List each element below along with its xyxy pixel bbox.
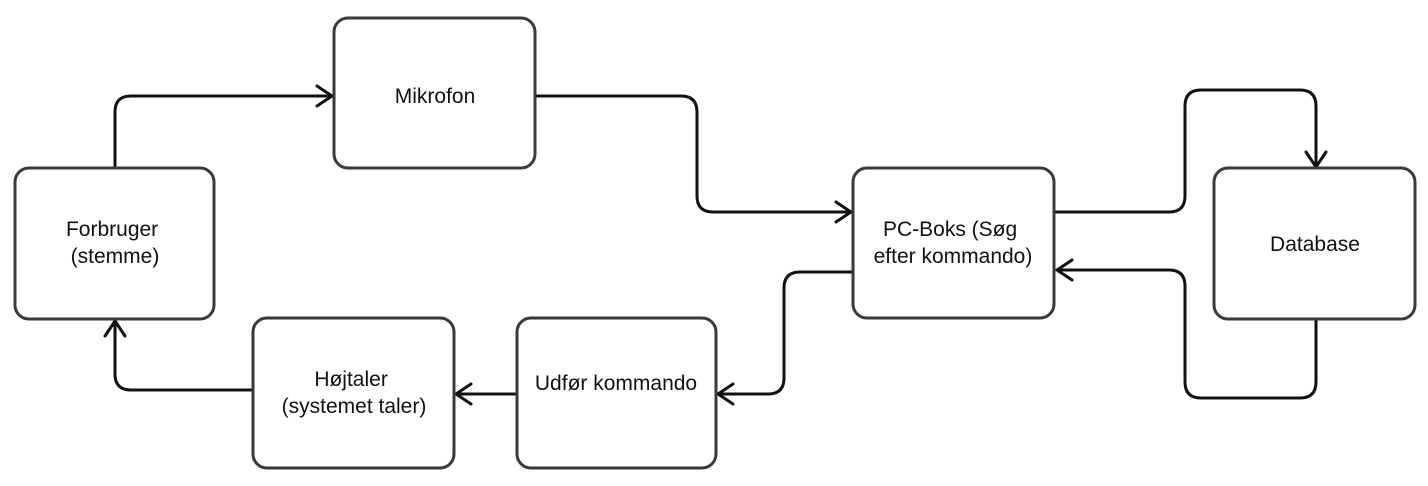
arrowhead-mikrofon (315, 84, 334, 108)
node-mikrofon: Mikrofon (332, 16, 537, 170)
svg-text:PC-Boks (Søg efter komma: PC-Boks (Søg efter kommando) (874, 218, 1033, 268)
svg-text:Udfør kommando: Udfør kommando (535, 372, 697, 395)
edges (103, 84, 1328, 406)
svg-text:Database: Database (1270, 233, 1360, 256)
arrowhead-pcboks-return (1055, 258, 1074, 282)
arrowhead-udfoer (716, 382, 735, 406)
edge-mikrofon-to-pcboks (535, 94, 851, 214)
svg-text:Højtaler (systemet taler: Højtaler (systemet taler) (282, 368, 427, 418)
node-pc-boks: PC-Boks (Søg efter kommando) (851, 166, 1056, 320)
node-forbruger: Forbruger (stemme) (13, 166, 216, 321)
hoejtaler-label-line-1: Højtaler (314, 368, 388, 391)
node-hoejtaler: Højtaler (systemet taler) (251, 316, 456, 470)
edge-hoejtaler-to-forbruger (113, 321, 255, 392)
edge-pcboks-to-database (1053, 88, 1318, 214)
svg-text:Forbruger (stemme): Forbruger (stemme) (66, 218, 164, 268)
pc-boks-label-line-1: PC-Boks (Søg (883, 218, 1017, 241)
mikrofon-label: Mikrofon (395, 85, 476, 108)
svg-text:Mikrofon: Mikrofon (395, 85, 476, 108)
arrowhead-forbruger (103, 319, 127, 338)
node-database: Database (1212, 166, 1417, 321)
forbruger-label-line-2: (stemme) (71, 245, 160, 268)
hoejtaler-label-line-2: (systemet taler) (282, 395, 427, 418)
edge-pcboks-to-udfoer (718, 270, 854, 396)
arrowhead-pcboks-in (834, 200, 853, 224)
database-label: Database (1270, 233, 1360, 256)
edge-forbruger-to-mikrofon (113, 94, 332, 168)
arrowhead-hoejtaler (454, 382, 473, 406)
node-udfoer-kommando: Udfør kommando (515, 316, 718, 470)
pc-boks-label-line-2: efter kommando) (874, 245, 1033, 268)
forbruger-label-line-1: Forbruger (66, 218, 158, 241)
edge-database-to-pcboks (1057, 268, 1318, 400)
udfoer-label: Udfør kommando (535, 372, 697, 395)
